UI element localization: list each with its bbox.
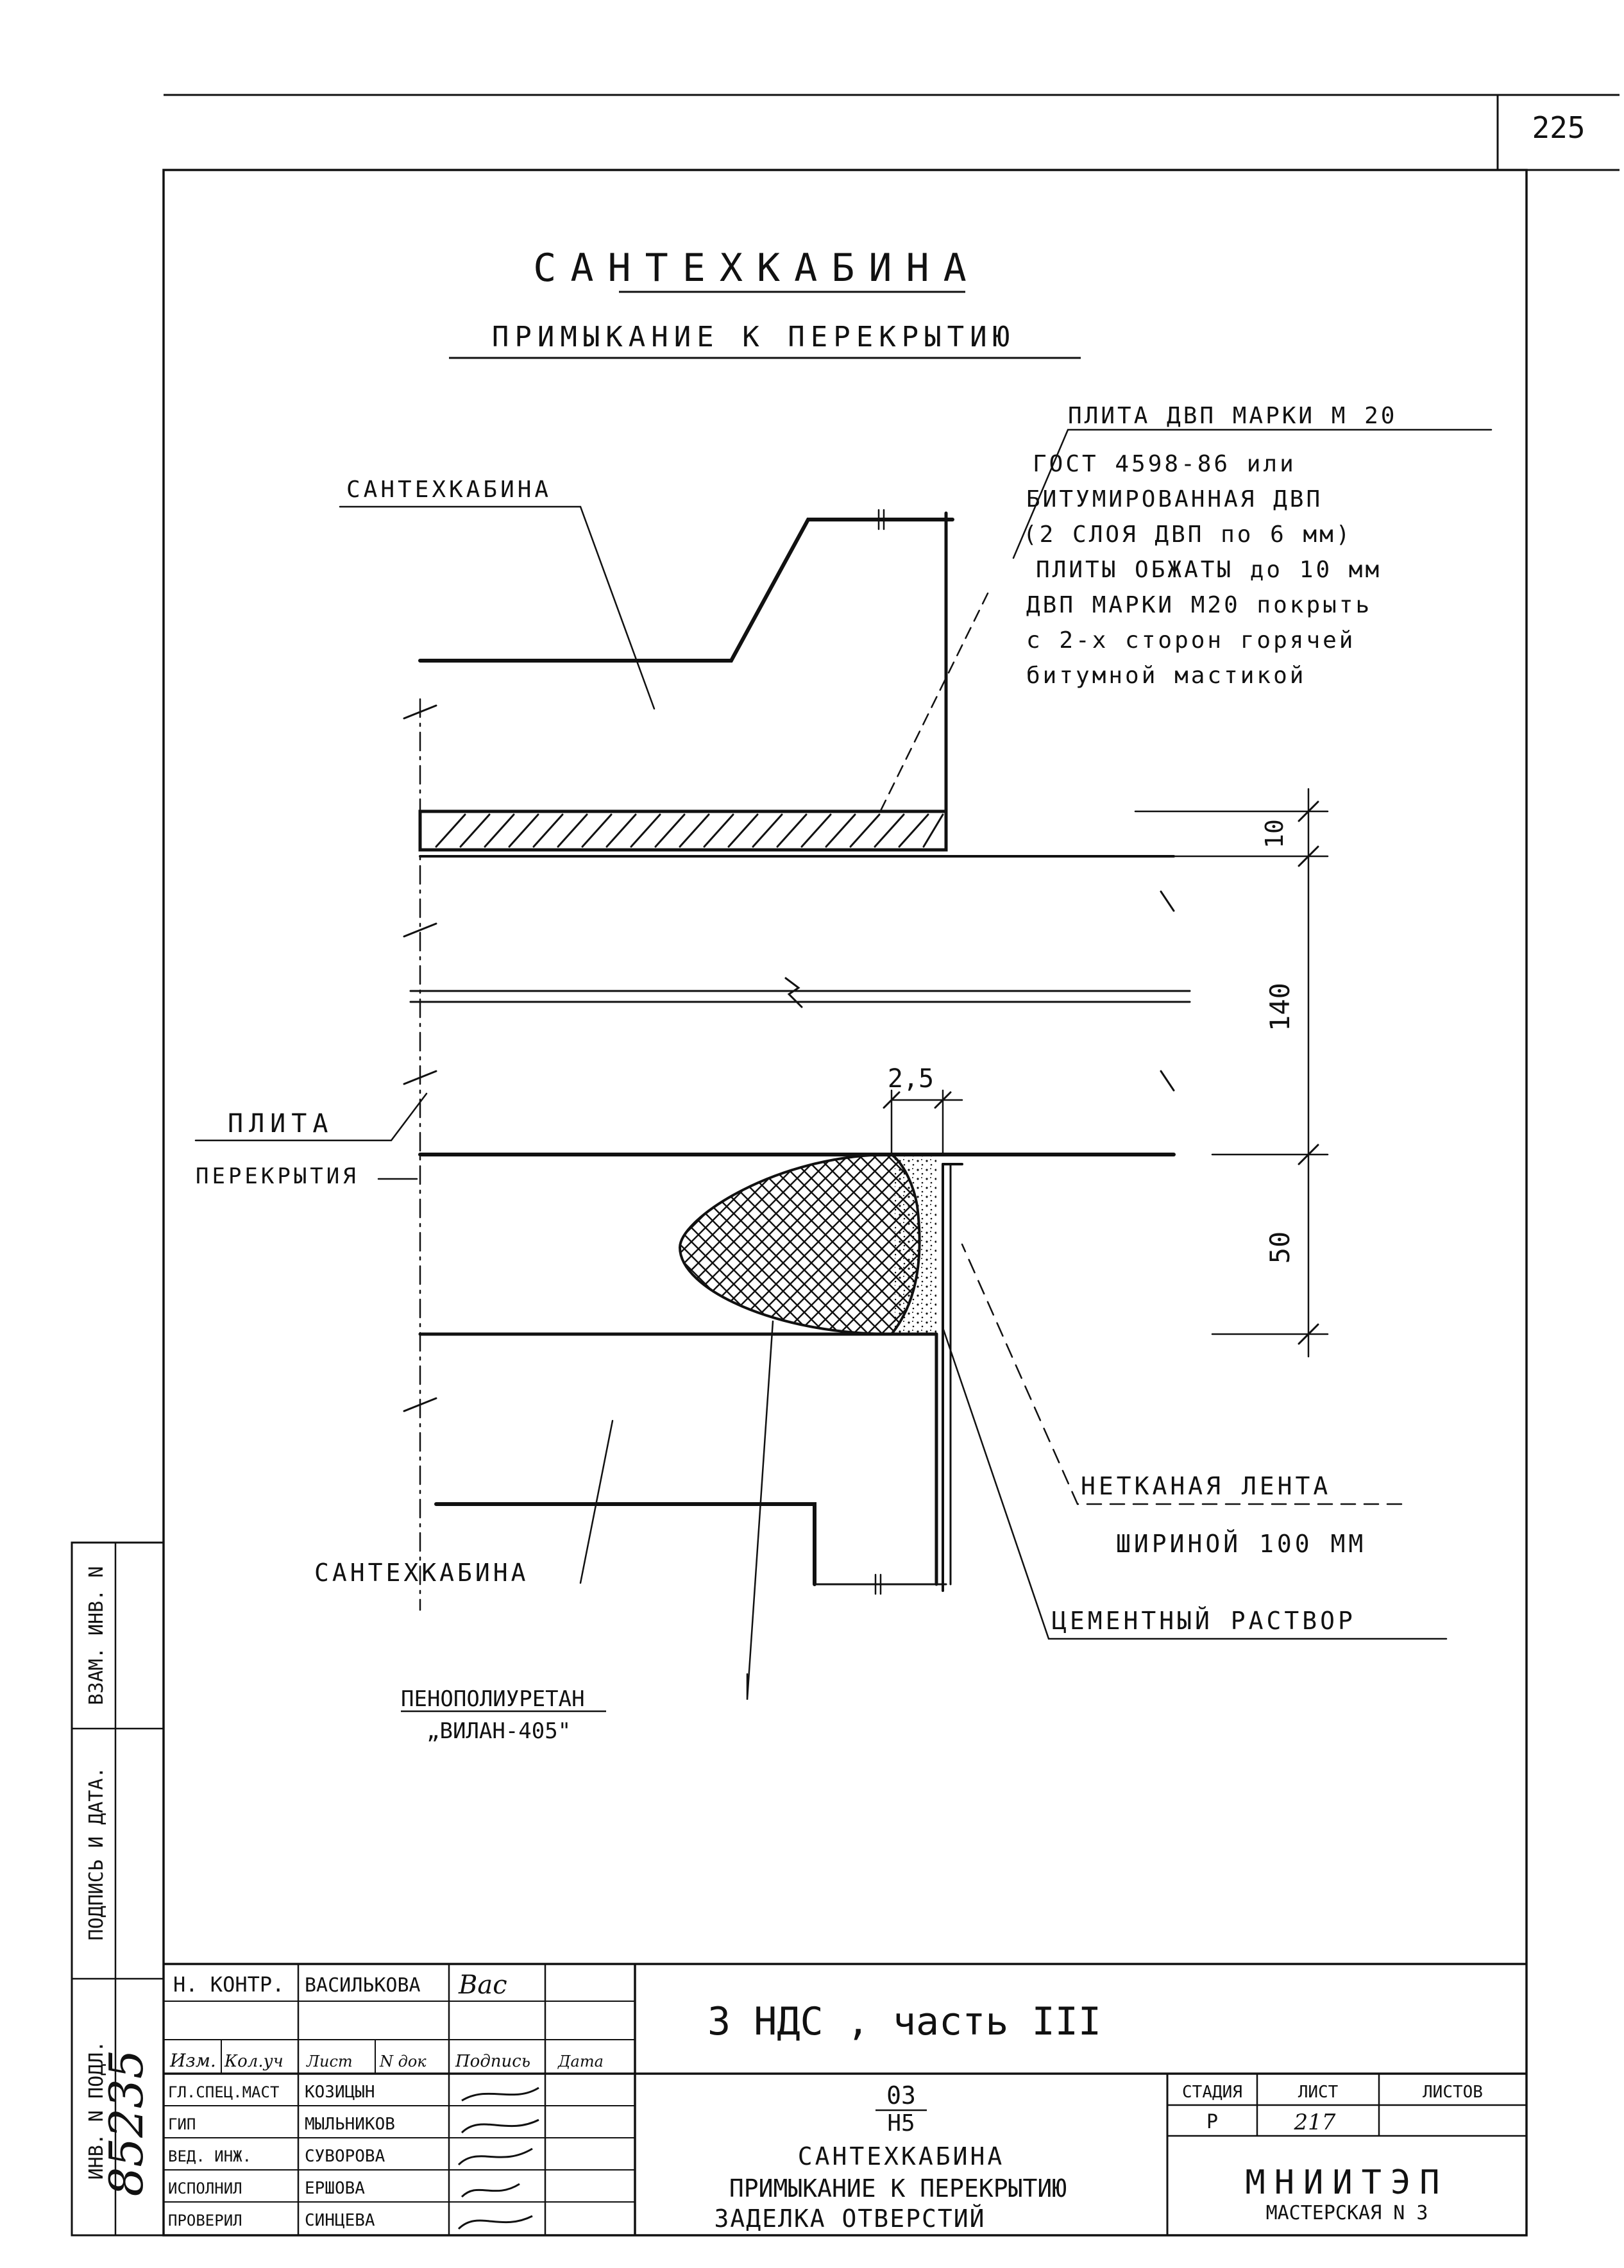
header-list: Лист xyxy=(306,2052,353,2070)
floor-slab xyxy=(409,855,1191,1156)
norm-control-role: Н. КОНТР. xyxy=(173,1972,284,1997)
org-name: МНИИТЭП xyxy=(1245,2163,1448,2202)
label-mortar: ЦЕМЕНТНЫЙ РАСТВОР xyxy=(1052,1607,1356,1635)
note-line-5: ПЛИТЫ ОБЖАТЫ до 10 мм xyxy=(1036,557,1382,583)
role-3: ИСПОЛНИЛ xyxy=(168,2179,242,2197)
role-0: ГЛ.СПЕЦ.МАСТ xyxy=(168,2083,279,2101)
hatch-stroke xyxy=(727,813,759,848)
sheet-name-line3: ЗАДЕЛКА ОТВЕРСТИЙ xyxy=(715,2205,986,2233)
hatch-stroke xyxy=(898,813,929,848)
label-cabin-bottom: САНТЕХКАБИНА xyxy=(314,1559,529,1587)
label-foam-line2: „ВИЛАН-405" xyxy=(427,1718,571,1744)
dim-50: 50 xyxy=(1264,1231,1296,1264)
header-izm: Изм. xyxy=(169,2050,216,2071)
section-drawing: 10 140 50 2,5 xyxy=(194,428,1493,1700)
note-line-6: ДВП МАРКИ М20 покрыть xyxy=(1026,592,1372,618)
fibreboard-layer xyxy=(418,809,948,852)
note-line-8: битумной мастикой xyxy=(1026,663,1306,689)
margin-stamp: ВЗАМ. ИНВ. N ПОДПИСЬ И ДАТА. ИНВ. N ПОДЛ… xyxy=(71,1541,165,2237)
org-sub: МАСТЕРСКАЯ N 3 xyxy=(1266,2202,1428,2224)
header-ndok: N док xyxy=(379,2052,427,2070)
role-2: ВЕД. ИНЖ. xyxy=(168,2147,251,2165)
lower-cabin-shell xyxy=(418,1332,947,1595)
hatch-stroke xyxy=(605,813,637,848)
sheet-name-line1: САНТЕХКАБИНА xyxy=(798,2142,1005,2171)
hatch-stroke xyxy=(630,813,661,848)
name-3: ЕРШОВА xyxy=(305,2179,365,2198)
upper-cabin-shell xyxy=(418,509,954,813)
hatch-stroke xyxy=(776,813,808,848)
hatch-stroke xyxy=(459,813,491,848)
norm-control-signature: Вас xyxy=(458,1970,507,2000)
dim-10: 10 xyxy=(1260,819,1289,849)
role-1: ГИП xyxy=(168,2115,196,2133)
signature-scribbles xyxy=(457,2086,539,2230)
sheet-code-bottom: Н5 xyxy=(887,2110,915,2137)
note-line-1: ПЛИТА ДВП МАРКИ М 20 xyxy=(1068,403,1397,429)
note-line-2: ГОСТ 4598-86 или xyxy=(1033,451,1296,477)
hatch-stroke xyxy=(679,813,710,848)
hatch-stroke xyxy=(484,813,515,848)
label-tape-line1: НЕТКАНАЯ ЛЕНТА xyxy=(1081,1472,1331,1500)
hatch-stroke xyxy=(508,813,539,848)
hatch-stroke xyxy=(581,813,613,848)
sheet-frame xyxy=(162,94,1620,2237)
material-note: ПЛИТА ДВП МАРКИ М 20 ГОСТ 4598-86 или БИ… xyxy=(1023,403,1397,689)
header-podpis: Подпись xyxy=(455,2052,530,2071)
title-block-text: Н. КОНТР. ВАСИЛЬКОВА Вас Изм. Кол.уч Лис… xyxy=(168,1970,1483,2233)
drawing-title: САНТЕХКАБИНА xyxy=(533,246,980,291)
title-block xyxy=(164,1963,1527,2235)
sheet-code-top: 03 xyxy=(886,2081,916,2110)
sheets-label: ЛИСТОВ xyxy=(1423,2083,1483,2102)
hatch-stroke xyxy=(800,813,832,848)
role-4: ПРОВЕРИЛ xyxy=(168,2212,242,2230)
stage-label: СТАДИЯ xyxy=(1182,2083,1242,2102)
hatch-stroke xyxy=(874,813,905,848)
hatch-stroke xyxy=(654,813,686,848)
sheet-label: ЛИСТ xyxy=(1298,2083,1339,2102)
document-code: 3 НДС , часть III xyxy=(707,1999,1101,2044)
hatch-stroke xyxy=(532,813,564,848)
norm-control-name: ВАСИЛЬКОВА xyxy=(305,1974,421,1997)
hatch-stroke xyxy=(557,813,588,848)
sheet-value: 217 xyxy=(1294,2110,1336,2135)
leader-lines xyxy=(194,428,1493,1700)
label-slab-line2: ПЕРЕКРЫТИЯ xyxy=(196,1164,359,1189)
drawing-subtitle: ПРИМЫКАНИЕ К ПЕРЕКРЫТИЮ xyxy=(492,321,1015,353)
hatch-stroke xyxy=(825,813,856,848)
name-1: МЫЛЬНИКОВ xyxy=(305,2115,395,2134)
name-4: СИНЦЕВА xyxy=(305,2211,375,2230)
dimension-chain xyxy=(883,788,1329,1358)
foam-plug xyxy=(678,1153,921,1336)
dim-140: 140 xyxy=(1264,983,1296,1031)
label-cabin-top: САНТЕХКАБИНА xyxy=(346,477,552,503)
note-line-4: (2 СЛОЯ ДВП по 6 мм) xyxy=(1023,521,1352,548)
label-slab-line1: ПЛИТА xyxy=(228,1109,334,1138)
hatch-stroke xyxy=(435,813,466,848)
note-line-7: с 2-х сторон горячей xyxy=(1026,627,1355,654)
header-koluch: Кол.уч xyxy=(224,2052,283,2071)
margin-field-inv: ИНВ. N ПОДЛ. xyxy=(85,2041,108,2180)
hatch-stroke xyxy=(922,813,944,848)
note-line-3: БИТУМИРОВАННАЯ ДВП xyxy=(1026,486,1323,512)
name-2: СУВОРОВА xyxy=(305,2147,385,2166)
margin-inv-number: 85235 xyxy=(99,2049,153,2196)
name-0: КОЗИЦЫН xyxy=(305,2083,375,2102)
label-tape-line2: ШИРИНОЙ 100 ММ xyxy=(1116,1530,1366,1558)
cement-mortar xyxy=(895,1155,936,1334)
margin-field-vzam: ВЗАМ. ИНВ. N xyxy=(85,1566,108,1705)
dim-2-5: 2,5 xyxy=(888,1064,934,1094)
hatch-stroke xyxy=(849,813,881,848)
stage-value: Р xyxy=(1206,2111,1218,2133)
label-foam-line1: ПЕНОПОЛИУРЕТАН xyxy=(401,1686,585,1712)
hatch-stroke xyxy=(703,813,734,848)
sheet-name-line2: ПРИМЫКАНИЕ К ПЕРЕКРЫТИЮ xyxy=(729,2174,1067,2203)
page-number: 225 xyxy=(1532,110,1585,145)
margin-field-podpis: ПОДПИСЬ И ДАТА. xyxy=(85,1767,108,1941)
hatch-stroke xyxy=(752,813,783,848)
header-data: Дата xyxy=(557,2052,604,2070)
